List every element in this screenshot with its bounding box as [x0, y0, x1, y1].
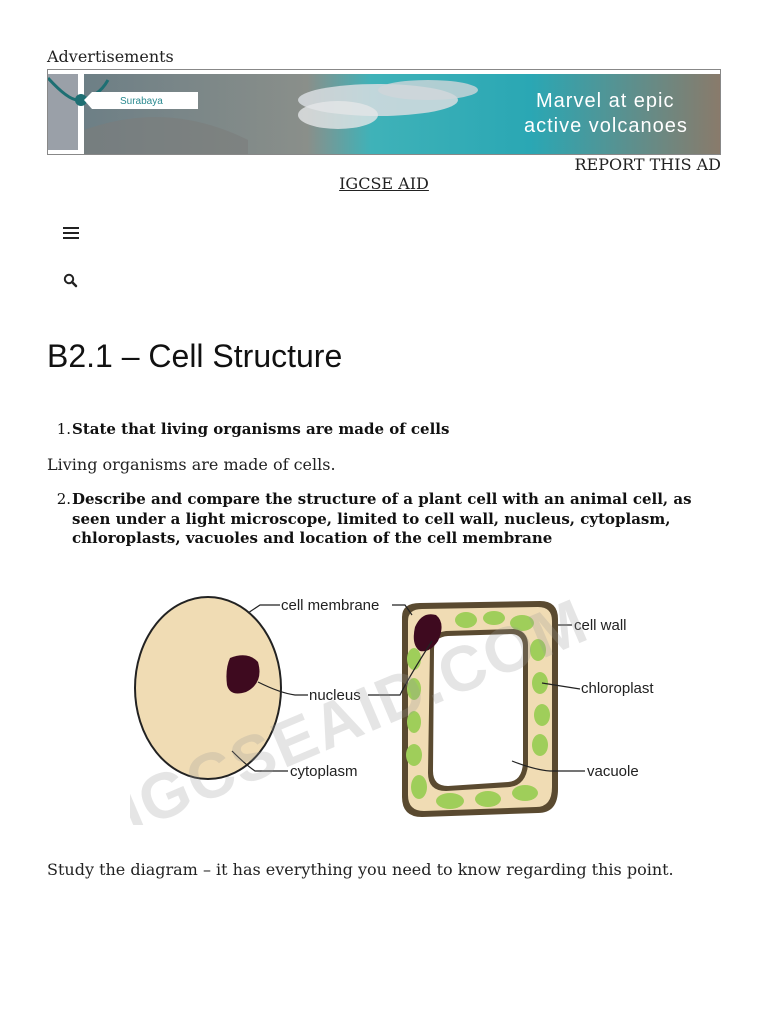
ad-headline-line1: Marvel at epic: [536, 90, 675, 112]
label-vacuole: vacuole: [587, 763, 639, 780]
animal-nucleus: [226, 655, 260, 694]
label-cell-wall: cell wall: [574, 617, 627, 634]
cell-structure-diagram: cell membrane nucleus cytoplasm cell wal…: [109, 565, 670, 846]
report-ad-link[interactable]: REPORT THIS AD: [574, 155, 721, 174]
question-2-text: Describe and compare the structure of a …: [72, 490, 692, 547]
plant-nucleus: [413, 614, 442, 652]
question-2-number: 2.: [56, 490, 71, 508]
closing-text: Study the diagram – it has everything yo…: [47, 860, 674, 879]
hamburger-menu-icon: [63, 227, 79, 239]
vacuole: [433, 634, 523, 786]
search-button[interactable]: [61, 270, 83, 292]
ad-headline-line2: active volcanoes: [524, 115, 688, 137]
ad-map-place: Surabaya: [120, 96, 163, 107]
search-icon: [63, 273, 78, 288]
answer-1-text: Living organisms are made of cells.: [47, 455, 336, 474]
question-1-text: State that living organisms are made of …: [72, 420, 450, 438]
question-2: 2. Describe and compare the structure of…: [47, 490, 723, 549]
volcano-ad-banner[interactable]: Surabaya Marvel at epic active volcanoes: [47, 69, 721, 155]
site-title-link[interactable]: IGCSE AID: [339, 174, 429, 193]
label-cell-membrane: cell membrane: [281, 597, 379, 614]
page-title: B2.1 – Cell Structure: [47, 338, 343, 374]
label-cytoplasm: cytoplasm: [290, 763, 358, 780]
chloroplast-group: [406, 611, 550, 809]
label-chloroplast: chloroplast: [581, 680, 654, 697]
ad-label: Advertisements: [47, 47, 174, 66]
label-nucleus: nucleus: [309, 687, 361, 704]
question-1-number: 1.: [56, 420, 71, 438]
menu-button[interactable]: [61, 222, 83, 244]
question-1: 1. State that living organisms are made …: [47, 420, 723, 440]
animal-cell: [134, 596, 282, 780]
